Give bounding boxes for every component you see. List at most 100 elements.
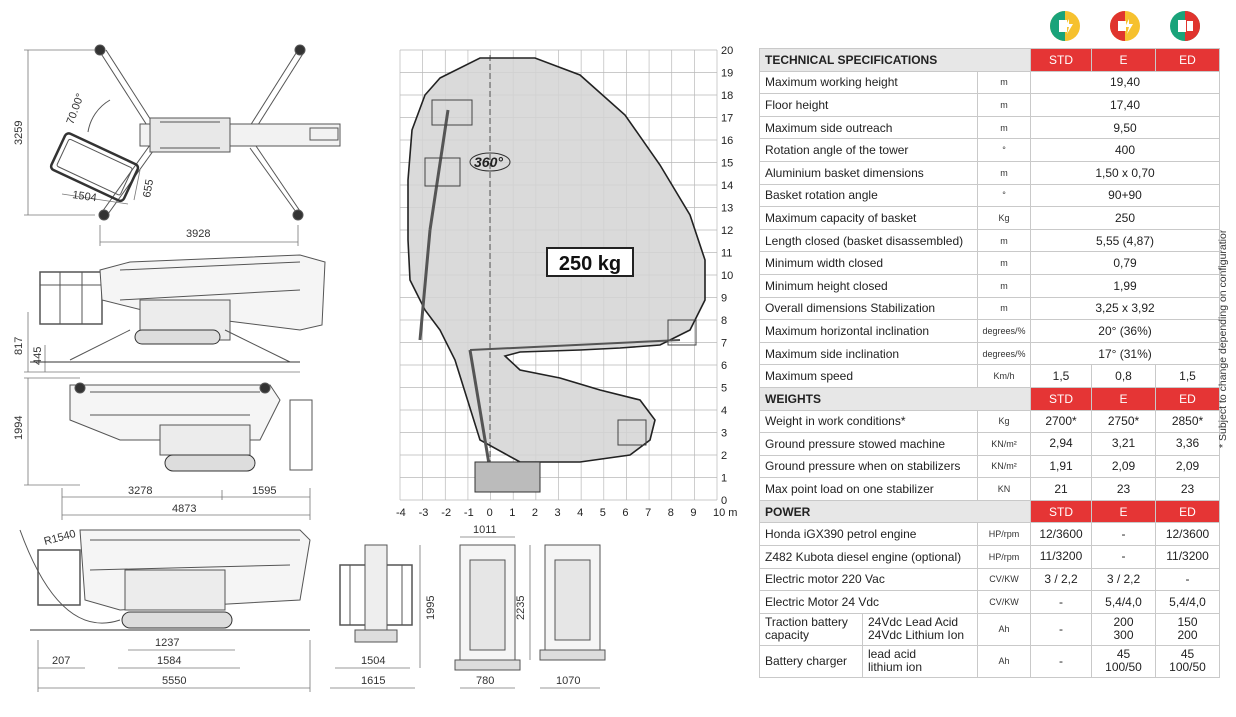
spec-label: Maximum side inclination <box>759 341 978 366</box>
column-header: ED <box>1155 48 1221 72</box>
column-header: STD <box>1030 48 1093 72</box>
spec-label: Aluminium basket dimensions <box>759 160 978 185</box>
dim-3259: 3259 <box>13 121 25 145</box>
working-range-chart: 360° 250 kg 0123456789101112131415161718… <box>396 45 737 519</box>
spec-unit: HP/rpm <box>976 545 1032 569</box>
spec-unit: ° <box>976 183 1032 208</box>
spec-value: 17° (31%) <box>1030 341 1221 366</box>
spec-value: - <box>1091 545 1157 569</box>
x-tick-label: 5 <box>600 507 606 519</box>
spec-value: 0,79 <box>1030 251 1221 275</box>
spec-unit: m <box>976 115 1032 140</box>
section-title: WEIGHTS <box>758 386 1032 411</box>
spec-label: Ground pressure stowed machine <box>759 432 978 456</box>
x-tick-label: -4 <box>396 507 406 519</box>
spec-label: Rotation angle of the tower <box>759 138 978 162</box>
y-tick-label: 5 <box>721 383 727 395</box>
spec-value: 45 100/50 <box>1091 644 1157 678</box>
spec-label: Maximum horizontal inclination <box>759 319 978 343</box>
config-note: * Subject to change depending on configu… <box>1217 230 1229 448</box>
spec-value: 400 <box>1030 138 1221 162</box>
spec-unit: m <box>976 160 1032 185</box>
spec-sublabel: 24Vdc Lead Acid <box>868 615 959 630</box>
spec-unit: CV/KW <box>976 567 1032 592</box>
spec-value: 2700* <box>1030 409 1093 434</box>
dim-4873: 4873 <box>172 503 196 515</box>
spec-unit: KN/m² <box>976 432 1032 456</box>
spec-value: 12/3600 <box>1030 522 1093 547</box>
spec-unit: KN <box>976 477 1032 501</box>
x-tick-label: 9 <box>690 507 696 519</box>
spec-value: 1,99 <box>1030 273 1221 298</box>
side-view-drawing <box>30 254 326 363</box>
spec-value: - <box>1030 612 1093 646</box>
spec-label: Max point load on one stabilizer <box>759 477 978 501</box>
spec-value: 3 / 2,2 <box>1091 567 1157 592</box>
spec-value: - <box>1091 522 1157 547</box>
dim-angle: 70.00° <box>65 92 87 126</box>
spec-value: 3 / 2,2 <box>1030 567 1093 592</box>
y-tick-label: 10 <box>721 270 733 282</box>
power-icons-row <box>1050 11 1200 41</box>
x-tick-label: -3 <box>419 507 429 519</box>
x-tick-label: 10 m <box>713 507 737 519</box>
front-view-drawing <box>339 544 606 671</box>
y-tick-label: 4 <box>721 405 727 417</box>
spec-label: Electric Motor 24 Vdc <box>759 590 978 614</box>
column-header: STD <box>1030 499 1093 524</box>
spec-label: Z482 Kubota diesel engine (optional) <box>759 545 978 569</box>
dim-1011: 1011 <box>473 524 497 536</box>
x-tick-label: 0 <box>487 507 493 519</box>
spec-unit: m <box>976 228 1032 253</box>
spec-value: 21 <box>1030 477 1093 501</box>
spec-sublabel: 24Vdc Lithium Ion <box>868 628 965 643</box>
spec-value: 3,21 <box>1091 432 1157 456</box>
spec-label: Traction battery capacity <box>761 614 863 645</box>
x-tick-label: 3 <box>555 507 561 519</box>
y-tick-label: 3 <box>721 428 727 440</box>
spec-unit: m <box>976 70 1032 95</box>
spec-label: Battery charger <box>761 646 863 677</box>
spec-unit: m <box>976 273 1032 298</box>
y-tick-label: 12 <box>721 225 733 237</box>
spec-sublabel: lithium ion <box>868 660 923 675</box>
spec-value: 45 100/50 <box>1155 644 1221 678</box>
dim-r1540: R1540 <box>43 528 77 548</box>
dim-1237: 1237 <box>155 637 179 649</box>
spec-value: 3,25 x 3,92 <box>1030 296 1221 321</box>
y-tick-label: 7 <box>721 338 727 350</box>
spec-label: Maximum side outreach <box>759 115 978 140</box>
capacity-label: 250 kg <box>559 253 621 275</box>
rotation-label: 360° <box>474 154 503 170</box>
spec-value: 17,40 <box>1030 93 1221 117</box>
dim-3928: 3928 <box>186 228 210 240</box>
y-tick-label: 11 <box>721 248 732 260</box>
dim-817: 817 <box>13 337 25 355</box>
technical-drawings: 70.00° 3259 655 1504 3928 817 445 1994 3… <box>13 44 737 692</box>
spec-unit: HP/rpm <box>976 522 1032 547</box>
spec-unit: Ah <box>976 644 1032 678</box>
x-tick-label: 2 <box>532 507 538 519</box>
top-view-drawing <box>49 44 341 221</box>
y-tick-label: 19 <box>721 68 733 80</box>
spec-value: 9,50 <box>1030 115 1221 140</box>
spec-value: 1,50 x 0,70 <box>1030 160 1221 185</box>
spec-unit: Kg <box>976 206 1032 230</box>
x-tick-label: 4 <box>577 507 583 519</box>
dim-1584: 1584 <box>157 655 181 667</box>
dim-1994: 1994 <box>13 416 25 440</box>
side-view-closed-drawing <box>19 529 311 631</box>
spec-value: 2,09 <box>1091 454 1157 479</box>
spec-value: 250 <box>1030 206 1221 230</box>
spec-label: Maximum working height <box>759 70 978 95</box>
